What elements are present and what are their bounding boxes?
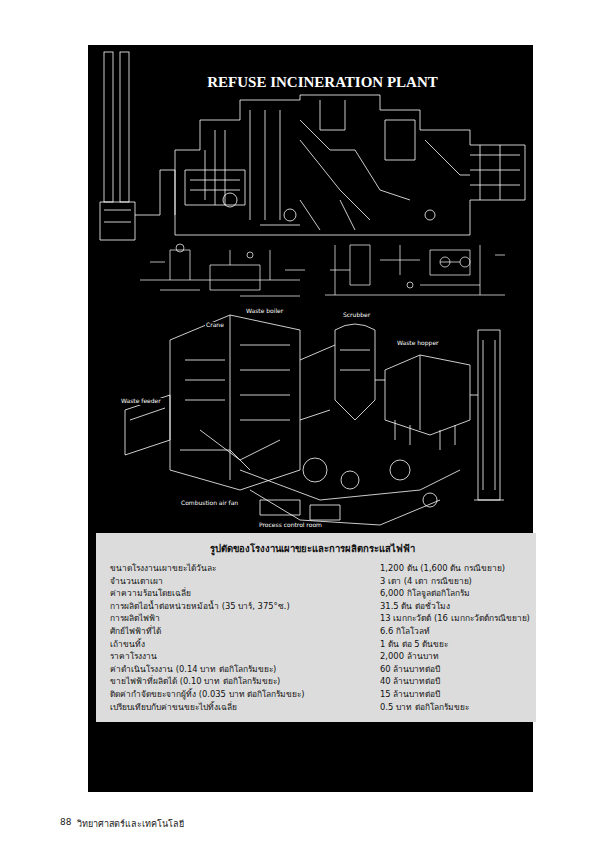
part-label: Crane <box>205 322 225 329</box>
page-title: REFUSE INCINERATION PLANT <box>0 74 595 91</box>
table-value: 6,000 กิโลจูลต่อกิโลกรัม <box>380 588 470 598</box>
part-label: Combustion air fan <box>180 500 239 507</box>
part-label: Process control room <box>258 522 323 529</box>
part-label: Waste hopper <box>396 340 440 347</box>
flow-schematics <box>140 244 505 296</box>
table-value: 31.5 ตัน ต่อชั่วโมง <box>380 601 450 611</box>
table-value: 1,200 ตัน (1,600 ตัน กรณีขยาย) <box>380 563 505 573</box>
table-item: การผลิตไอน้ำต่อหน่วยหม้อน้ำ (35 บาร์, 37… <box>110 601 290 611</box>
data-table-panel: รูปตัดของโรงงานเผาขยะและการผลิตกระแสไฟฟ้… <box>96 533 536 722</box>
table-value: 6.6 กิโลโวลท์ <box>380 626 430 636</box>
table-item: ค่าความร้อนโดยเฉลี่ย <box>110 588 191 598</box>
page-footer: วิทยาศาสตร์และเทคโนโลยี <box>77 817 184 831</box>
table-value: 2,000 ล้านบาท <box>380 651 439 661</box>
table-item: ติดค่ากำจัดขยะจากผู้ทิ้ง (0.035 บาท ต่อก… <box>110 689 305 699</box>
table-item: ราคาโรงงาน <box>110 651 157 661</box>
table-value: 1 ตัน ต่อ 5 ตันขยะ <box>380 639 448 649</box>
table-value: 15 ล้านบาทต่อปี <box>380 689 440 699</box>
table-value: 0.5 บาท ต่อกิโลกรัมขยะ <box>380 702 469 712</box>
cutaway-drawing <box>125 315 504 525</box>
table-heading: รูปตัดของโรงงานเผาขยะและการผลิตกระแสไฟฟ้… <box>96 541 528 556</box>
table-value: 3 เตา (4 เตา กรณีขยาย) <box>380 576 472 586</box>
table-item: การผลิตไฟฟ้า <box>110 613 160 623</box>
table-item: จำนวนเตาเผา <box>110 576 163 586</box>
part-label: Waste feeder <box>120 398 162 405</box>
part-label: Scrubber <box>342 312 371 319</box>
table-value: 60 ล้านบาทต่อปี <box>380 664 440 674</box>
table-item: ขนาดโรงงานเผาขยะได้วันละ <box>110 563 216 573</box>
table-item: ศักย์ไฟฟ้าที่ได้ <box>110 626 161 636</box>
table-item: เถ้าขนทิ้ง <box>110 639 145 649</box>
table-value: 40 ล้านบาทต่อปี <box>380 676 440 686</box>
table-value: 13 เมกกะวัตต์ (16 เมกกะวัตต์กรณีขยาย) <box>380 613 530 623</box>
table-item: เปรียบเทียบกับค่าขนขยะไปทิ้งเฉลี่ย <box>110 702 237 712</box>
table-item: ขายไฟฟ้าที่ผลิตได้ (0.10 บาท ต่อกิโลกรัม… <box>110 676 280 686</box>
part-label: Waste boiler <box>245 308 284 315</box>
table-item: ค่าดำเนินโรงงาน (0.14 บาท ต่อกิโลกรัมขยะ… <box>110 664 276 674</box>
page-footer: 88 <box>60 817 71 827</box>
